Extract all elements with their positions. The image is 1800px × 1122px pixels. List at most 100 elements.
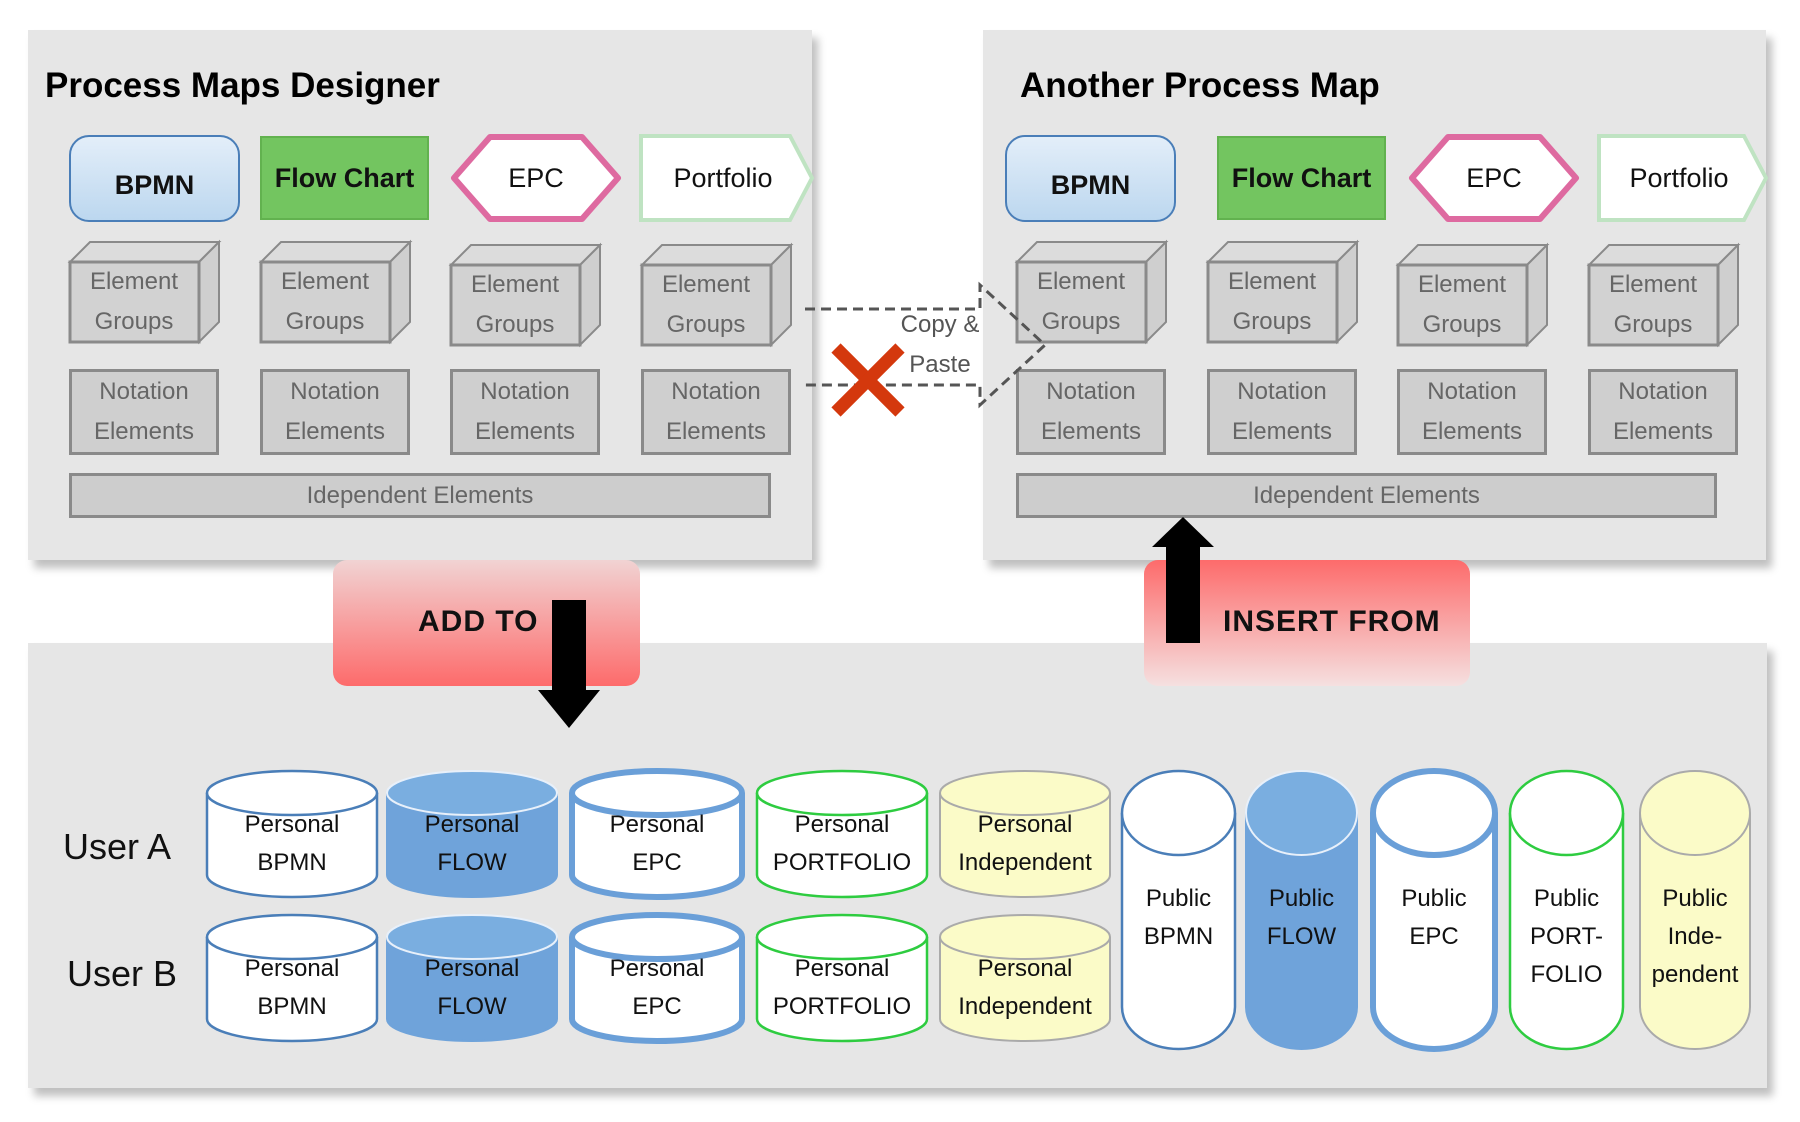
user-b-personal-epc-cylinder-label: Personal EPC: [609, 955, 705, 1020]
public-flow-cylinder-body: [1245, 813, 1358, 1050]
left-element-groups-label-1: Element Groups: [89, 268, 179, 335]
left-element-groups-cube-1: [67, 239, 222, 345]
user-b-personal-independent-cylinder-top: [939, 914, 1111, 960]
right-element-groups-label-1: Element Groups: [1036, 268, 1126, 335]
right-notation-elements-label-4: Notation Elements: [1612, 378, 1714, 445]
right-epc-notation[interactable]: [1408, 133, 1580, 223]
left-element-groups-cube-2: [258, 239, 413, 345]
user-a-personal-independent-cylinder-body: [939, 793, 1111, 898]
user-a-personal-bpmn-cylinder-label: Personal BPMN: [244, 811, 340, 876]
right-flowchart-notation[interactable]: [1217, 136, 1386, 220]
left-notation-elements-3: [450, 369, 600, 455]
user-a-label: User A: [63, 826, 172, 867]
left-epc-notation[interactable]: [450, 133, 622, 223]
user-a-personal-flow-cylinder-top: [386, 770, 558, 816]
right-notation-elements-4: [1588, 369, 1738, 455]
right-element-groups-cube-2: [1205, 239, 1360, 345]
public-portfolio-cylinder[interactable]: [1505, 766, 1628, 1054]
arrow-down-icon: [538, 600, 600, 728]
right-portfolio-notation[interactable]: [1596, 133, 1774, 223]
user-a-personal-epc-cylinder-body: [569, 793, 745, 900]
public-flow-cylinder-top: [1245, 770, 1358, 856]
public-bpmn-cylinder-body: [1120, 813, 1237, 1051]
right-bpmn-notation[interactable]: [1005, 135, 1176, 222]
copy-paste-label: Copy & Paste: [900, 311, 980, 378]
user-a-personal-portfolio-cylinder-top: [755, 769, 929, 817]
right-element-groups-label-3: Element Groups: [1417, 271, 1507, 338]
right-portfolio-label: Portfolio: [1629, 163, 1729, 193]
left-notation-elements-4: [641, 369, 791, 455]
user-b-personal-epc-cylinder-top: [569, 912, 745, 962]
user-a-personal-epc-cylinder[interactable]: [567, 766, 747, 902]
public-portfolio-cylinder-top: [1508, 769, 1625, 857]
left-notation-elements-1: [69, 369, 219, 455]
public-bpmn-cylinder[interactable]: [1117, 766, 1240, 1054]
public-portfolio-cylinder-body: [1508, 813, 1625, 1051]
left-element-groups-cube-4: [639, 242, 794, 348]
left-portfolio-notation[interactable]: [638, 133, 816, 223]
user-b-personal-flow-cylinder-top: [386, 914, 558, 960]
user-a-personal-flow-cylinder-label: Personal FLOW: [424, 811, 520, 876]
user-a-personal-bpmn-cylinder[interactable]: [202, 766, 382, 902]
right-bpmn-label: BPMN: [1050, 170, 1131, 200]
right-panel-title: Another Process Map: [1020, 66, 1380, 105]
left-flowchart-notation[interactable]: [260, 136, 429, 220]
user-b-personal-epc-cylinder[interactable]: [567, 910, 747, 1046]
right-notation-elements-3: [1397, 369, 1547, 455]
user-b-personal-flow-cylinder-body: [386, 937, 558, 1042]
left-element-groups-label-2: Element Groups: [280, 268, 370, 335]
user-b-personal-portfolio-cylinder-body: [755, 937, 929, 1043]
user-b-personal-bpmn-cylinder[interactable]: [202, 910, 382, 1046]
user-a-personal-independent-cylinder-label: Personal Independent: [958, 811, 1092, 876]
user-b-personal-portfolio-cylinder[interactable]: [752, 910, 932, 1046]
right-element-groups-cube-4: [1586, 242, 1741, 348]
user-a-personal-epc-cylinder-top: [569, 768, 745, 818]
user-a-personal-portfolio-cylinder[interactable]: [752, 766, 932, 902]
left-notation-elements-label-1: Notation Elements: [93, 378, 195, 445]
user-a-personal-flow-cylinder-body: [386, 793, 558, 898]
red-x-icon: [831, 343, 905, 417]
user-a-personal-independent-cylinder[interactable]: [935, 766, 1115, 902]
user-b-personal-bpmn-cylinder-top: [205, 913, 379, 961]
left-epc-label: EPC: [508, 163, 564, 193]
user-b-personal-bpmn-cylinder-body: [205, 937, 379, 1043]
right-notation-elements-label-1: Notation Elements: [1040, 378, 1142, 445]
left-bpmn-notation[interactable]: [69, 135, 240, 222]
left-flowchart-label: Flow Chart: [274, 163, 415, 193]
user-b-personal-portfolio-cylinder-top: [755, 913, 929, 961]
user-b-personal-flow-cylinder[interactable]: [382, 910, 562, 1046]
right-notation-elements-label-2: Notation Elements: [1231, 378, 1333, 445]
right-element-groups-label-4: Element Groups: [1608, 271, 1698, 338]
arrow-up-icon: [1152, 517, 1214, 643]
public-portfolio-cylinder-label: Public PORT- FOLIO: [1530, 885, 1603, 988]
public-flow-cylinder[interactable]: [1241, 766, 1362, 1054]
right-element-groups-cube-1: [1014, 239, 1169, 345]
left-independent-elements: Idependent Elements: [69, 473, 771, 518]
user-a-personal-bpmn-cylinder-body: [205, 793, 379, 899]
user-b-personal-independent-cylinder-body: [939, 937, 1111, 1042]
right-element-groups-cube-3: [1395, 242, 1550, 348]
user-a-personal-epc-cylinder-label: Personal EPC: [609, 811, 705, 876]
user-b-personal-flow-cylinder-label: Personal FLOW: [424, 955, 520, 1020]
right-flowchart-label: Flow Chart: [1231, 163, 1372, 193]
public-epc-cylinder-label: Public EPC: [1401, 885, 1467, 950]
public-flow-cylinder-label: Public FLOW: [1266, 885, 1337, 950]
user-b-personal-independent-cylinder-label: Personal Independent: [958, 955, 1092, 1020]
right-notation-elements-2: [1207, 369, 1357, 455]
public-independent-cylinder[interactable]: [1635, 766, 1755, 1054]
add-to-button[interactable]: [333, 560, 640, 686]
public-bpmn-cylinder-top: [1120, 769, 1237, 857]
left-element-groups-label-4: Element Groups: [661, 271, 751, 338]
right-independent-elements: Idependent Elements: [1016, 473, 1717, 518]
left-element-groups-cube-3: [448, 242, 603, 348]
user-a-personal-portfolio-cylinder-label: Personal PORTFOLIO: [772, 811, 912, 876]
public-epc-cylinder-top: [1370, 768, 1498, 858]
user-b-personal-independent-cylinder[interactable]: [935, 910, 1115, 1046]
add-to-label: ADD TO: [418, 605, 539, 638]
user-a-personal-flow-cylinder[interactable]: [382, 766, 562, 902]
public-independent-cylinder-body: [1639, 813, 1751, 1050]
public-epc-cylinder[interactable]: [1368, 766, 1500, 1054]
public-independent-cylinder-top: [1639, 770, 1751, 856]
left-portfolio-label: Portfolio: [673, 163, 773, 193]
public-bpmn-cylinder-label: Public BPMN: [1143, 885, 1214, 950]
